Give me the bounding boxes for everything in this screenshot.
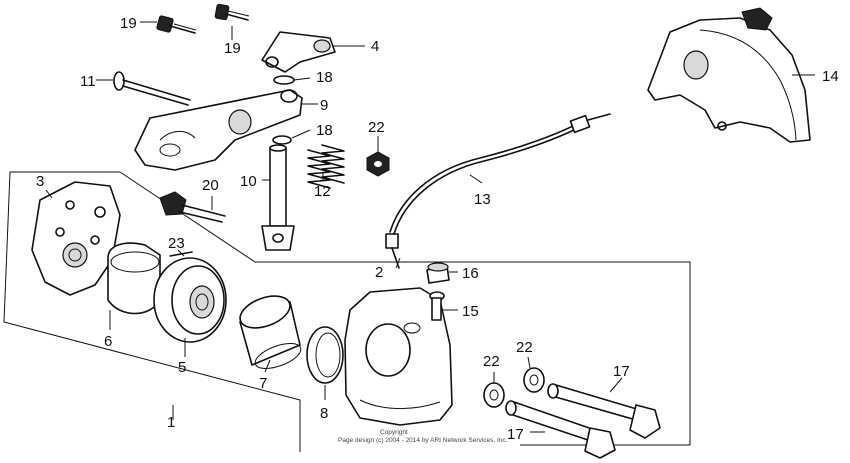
callout-8: 8 bbox=[320, 405, 328, 422]
callout-7: 7 bbox=[259, 375, 267, 392]
copyright-notice: Page design (c) 2004 - 2014 by ARI Netwo… bbox=[338, 437, 508, 444]
bolt-17-upper bbox=[547, 383, 661, 439]
o-ring-18-top bbox=[273, 75, 295, 85]
o-ring-18-lower bbox=[272, 135, 292, 145]
pad-6 bbox=[107, 242, 161, 315]
callout-23: 23 bbox=[168, 235, 185, 252]
callout-22-left: 22 bbox=[483, 353, 500, 370]
bleeder-15 bbox=[429, 291, 445, 321]
callout-2: 2 bbox=[375, 264, 383, 281]
callout-1: 1 bbox=[167, 414, 175, 431]
caliper-body bbox=[344, 287, 453, 426]
callout-6: 6 bbox=[104, 333, 112, 350]
bolt-19-top bbox=[214, 3, 250, 21]
seal-ring-8 bbox=[306, 326, 344, 384]
callout-19-left: 19 bbox=[120, 15, 137, 32]
bolt-20 bbox=[159, 191, 226, 223]
callout-21: 22 bbox=[368, 119, 385, 136]
guard-14 bbox=[647, 7, 811, 143]
assembly-bracket-outline bbox=[3, 171, 301, 452]
callout-9: 9 bbox=[320, 97, 328, 114]
spring-12 bbox=[307, 144, 345, 189]
callout-14: 14 bbox=[822, 68, 839, 85]
washer-22-right bbox=[523, 367, 545, 393]
nut-21 bbox=[366, 151, 390, 177]
callout-15: 15 bbox=[462, 303, 479, 320]
washer-22-left bbox=[483, 382, 505, 408]
bolt-11 bbox=[113, 71, 191, 106]
pad-5 bbox=[153, 257, 227, 343]
callout-17-upper: 17 bbox=[613, 363, 630, 380]
callout-18-top: 18 bbox=[316, 69, 333, 86]
lever-4 bbox=[261, 31, 336, 73]
assembly-bracket-outline-right bbox=[119, 171, 691, 446]
callout-12: 12 bbox=[314, 183, 331, 200]
callout-13: 13 bbox=[474, 191, 491, 208]
callout-17-lower: 17 bbox=[507, 426, 524, 443]
cap-16 bbox=[426, 262, 450, 284]
lever-arm-9 bbox=[134, 89, 303, 171]
callout-16: 16 bbox=[462, 265, 479, 282]
callout-4: 4 bbox=[371, 38, 379, 55]
callout-18-lower: 18 bbox=[316, 122, 333, 139]
piston-7 bbox=[239, 295, 302, 369]
callout-22-right: 22 bbox=[516, 339, 533, 356]
copyright-label: Copyright bbox=[380, 429, 408, 436]
bolt-2 bbox=[385, 233, 400, 269]
pin-10 bbox=[261, 144, 295, 251]
callout-5: 5 bbox=[178, 359, 186, 376]
shim-23 bbox=[169, 251, 193, 257]
callout-20: 20 bbox=[202, 177, 219, 194]
leader-lines bbox=[45, 21, 815, 433]
callout-11: 11 bbox=[80, 73, 96, 90]
bolt-19-left bbox=[156, 15, 197, 34]
bolt-17-lower bbox=[505, 400, 616, 459]
caliper-bracket-3 bbox=[31, 181, 121, 296]
cable-13 bbox=[389, 113, 611, 235]
callout-19-top: 19 bbox=[224, 40, 241, 57]
callout-labels: 19 19 4 11 18 9 18 10 12 22 13 14 20 3 2… bbox=[36, 15, 839, 443]
callout-3: 3 bbox=[36, 173, 44, 190]
callout-10: 10 bbox=[240, 173, 257, 190]
